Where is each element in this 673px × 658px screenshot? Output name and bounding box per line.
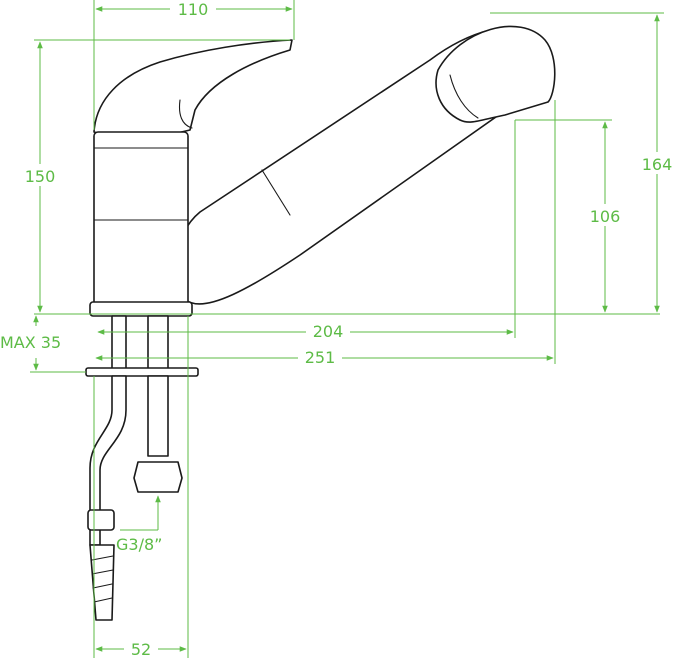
label-bg <box>306 320 350 342</box>
label-bg <box>640 152 673 174</box>
faucet-outline <box>85 25 556 621</box>
dim-label-g38: G3/8” <box>116 535 162 554</box>
dim-label-164: 164 <box>642 155 673 174</box>
thread-line <box>91 555 114 561</box>
handle-detail <box>178 99 193 129</box>
dim-label-251: 251 <box>305 348 336 367</box>
deck-flange <box>85 367 199 377</box>
spray-head <box>435 25 556 123</box>
mounting-stud <box>111 315 127 377</box>
hex-nut <box>133 461 183 493</box>
lever-handle <box>93 39 293 138</box>
dim-label-106: 106 <box>590 207 621 226</box>
left-hose-fitting <box>87 509 115 531</box>
thread-line <box>92 583 113 589</box>
label-bg <box>583 204 627 226</box>
dim-label-110: 110 <box>178 0 209 19</box>
label-bg <box>170 0 216 18</box>
dim-label-150: 150 <box>25 167 56 186</box>
label-bg <box>298 346 342 368</box>
spray-head-detail <box>449 74 479 119</box>
label-bg <box>20 164 60 186</box>
right-hose <box>147 375 169 457</box>
base-plate <box>89 301 193 317</box>
thread-line <box>93 597 113 603</box>
dim-label-204: 204 <box>313 322 344 341</box>
dim-label-max35: MAX 35 <box>0 333 61 352</box>
supply-stem <box>147 315 169 377</box>
dim-label-52: 52 <box>131 640 151 658</box>
spout-joint-line <box>261 169 291 216</box>
thread-line <box>91 569 114 575</box>
label-bg <box>124 638 158 658</box>
